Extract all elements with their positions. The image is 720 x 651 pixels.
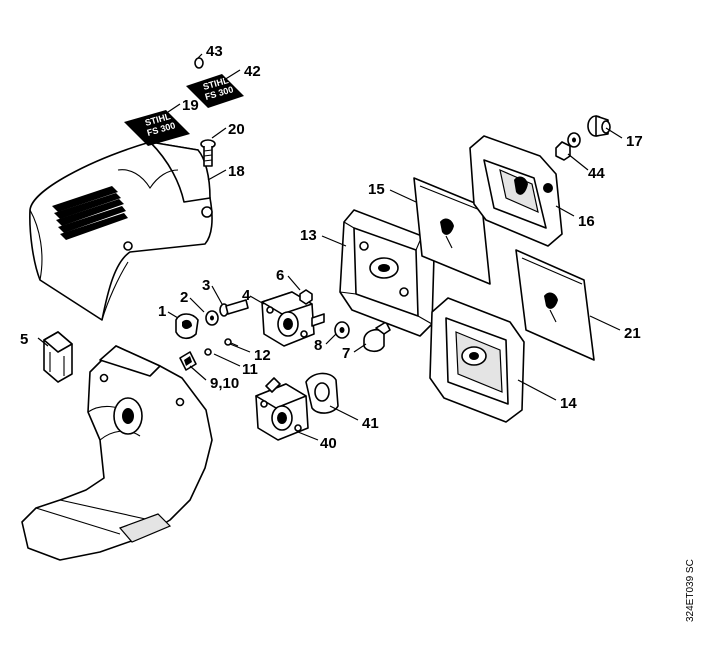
part-15-filter-element[interactable] (413, 177, 491, 285)
drawing-code: 324ET039 SC (685, 559, 696, 622)
callout-11: 11 (242, 361, 258, 378)
callout-12: 12 (254, 347, 271, 364)
callout-1: 1 (158, 303, 166, 320)
part-14-filter-base[interactable] (429, 297, 525, 423)
callout-6: 6 (276, 267, 284, 284)
callout-4: 4 (242, 287, 251, 304)
part-16-filter-cover[interactable] (469, 135, 563, 247)
part-5-grommet[interactable] (43, 331, 73, 383)
part-13-filter-base[interactable] (339, 209, 435, 337)
part-1-lever[interactable] (175, 313, 199, 340)
part-41-gasket[interactable] (305, 372, 339, 414)
part-6-nut[interactable] (299, 289, 313, 305)
part-7-choke-knob[interactable] (363, 321, 391, 353)
callout-17: 17 (626, 133, 643, 150)
callout-40: 40 (320, 435, 337, 452)
base-housing (21, 345, 213, 561)
part-9-10-clip[interactable] (179, 351, 197, 371)
part-21-filter-element[interactable] (515, 249, 595, 361)
callout-44: 44 (588, 165, 605, 182)
callout-5: 5 (20, 331, 28, 348)
part-18-shroud-cover[interactable] (29, 141, 213, 321)
callout-14: 14 (560, 395, 577, 412)
callout-3: 3 (202, 277, 210, 294)
part-20-screw[interactable] (200, 139, 216, 167)
part-17-knob[interactable] (587, 115, 611, 137)
callout-41: 41 (362, 415, 379, 432)
part-40-carburetor[interactable] (255, 377, 309, 441)
part-8-spacer[interactable] (334, 321, 350, 339)
callout-43: 43 (206, 43, 223, 60)
part-19-name-plate[interactable]: STIHL FS 300 (124, 110, 190, 146)
part-44-washer[interactable] (555, 132, 581, 161)
callout-18: 18 (228, 163, 245, 180)
part-4-carburetor[interactable] (261, 291, 325, 347)
part-2-washer[interactable] (205, 310, 219, 326)
callout-19: 19 (182, 97, 199, 114)
part-3-screw[interactable] (219, 299, 249, 317)
callout-9-10: 9,10 (210, 375, 239, 392)
callout-8: 8 (314, 337, 322, 354)
callout-7: 7 (342, 345, 350, 362)
callout-2: 2 (180, 289, 188, 306)
callout-13: 13 (300, 227, 317, 244)
callout-labels: 43 42 19 20 18 5 1 2 3 4 6 12 11 9,10 8 … (20, 43, 643, 452)
callout-15: 15 (368, 181, 385, 198)
leader-lines (37, 53, 623, 441)
callout-16: 16 (578, 213, 595, 230)
callout-42: 42 (244, 63, 261, 80)
shroud-cooling-slots (52, 186, 128, 240)
part-11-ball[interactable] (204, 348, 212, 356)
part-42-small-plate[interactable]: STIHL FS 300 (186, 74, 244, 108)
callout-20: 20 (228, 121, 245, 138)
part-12-small-screw[interactable] (224, 338, 239, 347)
part-43-rivet[interactable] (194, 57, 204, 69)
callout-21: 21 (624, 325, 641, 342)
